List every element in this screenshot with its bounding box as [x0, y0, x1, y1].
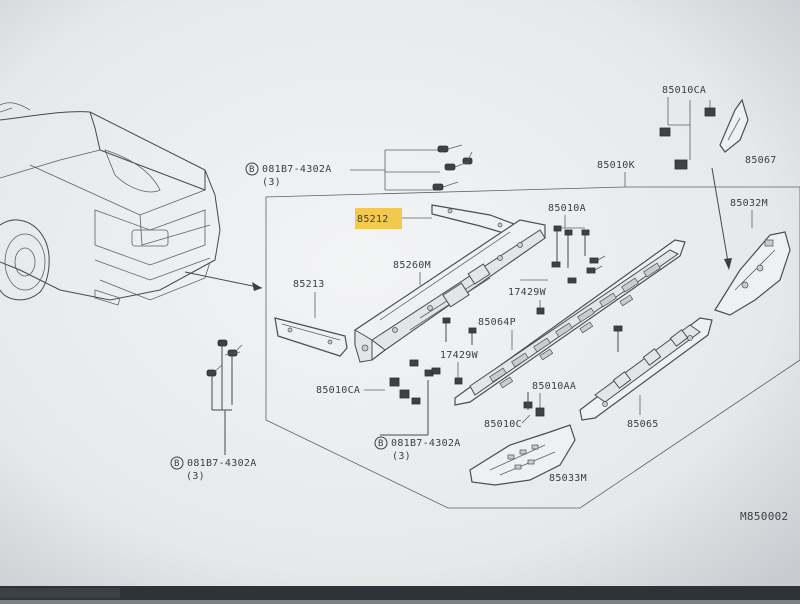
label-85260m[interactable]: 85260M [393, 260, 431, 271]
reference-arrow-right-head [724, 258, 732, 270]
bolt-group-center-leader [380, 380, 429, 436]
label-85010ca-left[interactable]: 85010CA [316, 385, 360, 396]
bolt-symbol-left-letter: B [174, 459, 179, 469]
label-85010a[interactable]: 85010A [548, 203, 586, 214]
bolt-qty-top: (3) [262, 177, 281, 188]
reference-arrow-right-line [711, 167, 729, 263]
label-85033m[interactable]: 85033M [549, 473, 587, 484]
taskbar-strip [0, 588, 120, 598]
bolt-symbol-center [374, 436, 388, 450]
label-85010ca-top[interactable]: 85010CA [662, 85, 706, 96]
diagram-background [0, 0, 800, 588]
reference-arrowhead [252, 282, 262, 291]
bolt-code-center: 081B7-4302A [391, 438, 461, 449]
label-85010k[interactable]: 85010K [597, 160, 635, 171]
label-17429w-top[interactable]: 17429W [508, 287, 547, 298]
bolt-qty-center: (3) [392, 451, 411, 462]
reference-arrow-line [184, 271, 263, 289]
clips-85010ca-top [659, 107, 716, 170]
label-85213[interactable]: 85213 [293, 279, 325, 290]
bolt-group-top [350, 144, 473, 191]
part-85065-bracket[interactable] [579, 317, 713, 421]
bolt-symbol-top-letter: B [249, 165, 254, 175]
label-85010c[interactable]: 85010C [484, 419, 522, 430]
screen-bottom-bezel [0, 586, 800, 600]
part-85032m-endcap[interactable] [714, 231, 791, 316]
bolts-85010a [551, 225, 606, 284]
bolt-code-top: 081B7-4302A [262, 164, 332, 175]
label-85067[interactable]: 85067 [745, 155, 777, 166]
part-85033m-endcap[interactable] [469, 424, 576, 486]
label-85065[interactable]: 85065 [627, 419, 659, 430]
part-85067-cover[interactable] [719, 98, 749, 153]
label-85032m[interactable]: 85032M [730, 198, 768, 209]
bolt-symbol-center-letter: B [378, 439, 383, 449]
label-85064p[interactable]: 85064P [478, 317, 516, 328]
bolt-symbol-left [170, 456, 184, 470]
label-17429w-bottom[interactable]: 17429W [440, 350, 479, 361]
part-85064p-panel[interactable] [454, 239, 686, 406]
assembly-boundary [265, 186, 800, 509]
bolt-symbol-top [245, 162, 259, 176]
part-85260m-beam[interactable] [354, 219, 546, 363]
truck-bed-illustration [0, 102, 221, 306]
clips-85010ca-left [389, 359, 441, 405]
label-85010aa[interactable]: 85010AA [532, 381, 576, 392]
bolt-qty-left: (3) [186, 471, 205, 482]
highlight-85212 [355, 208, 402, 229]
part-85213-bracket[interactable] [274, 317, 348, 357]
label-85212[interactable]: 85212 [357, 214, 389, 225]
bolt-code-left: 081B7-4302A [187, 458, 257, 469]
diagram-reference-code: M850002 [740, 510, 788, 523]
bolt-group-left [206, 339, 243, 455]
